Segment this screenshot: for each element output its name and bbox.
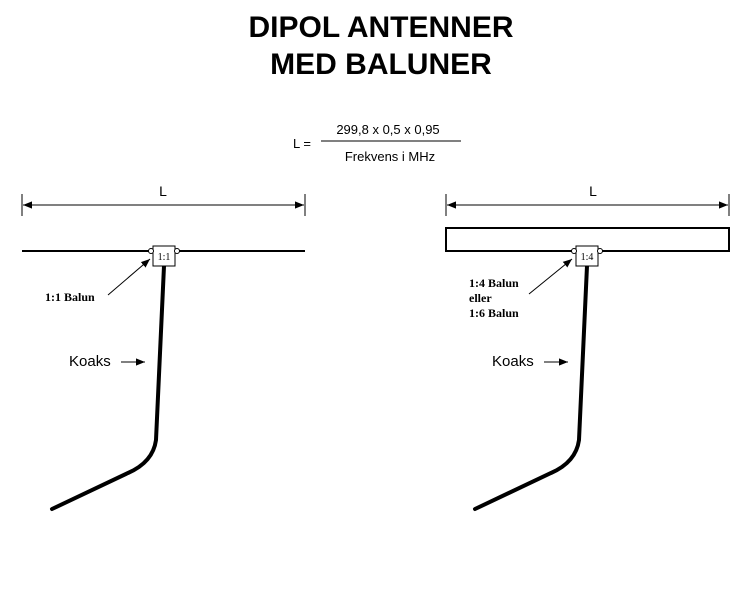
right-balun-label-line-2: eller [469,291,492,305]
formula-denominator: Frekvens i MHz [345,149,435,164]
right-coax-label: Koaks [492,353,534,370]
right-balun-terminal-left [571,248,577,254]
right-balun-box [575,245,599,267]
title-line-2: MED BALUNER [270,48,492,81]
left-balun-terminal-right [174,248,180,254]
left-balun-ratio: 1:1 [158,252,171,263]
right-balun-pointer [528,258,573,295]
formula-numerator: 299,8 x 0,5 x 0,95 [336,122,439,137]
left-balun-pointer [107,258,151,296]
right-dipole: L 1:4 1:4 Balun eller 1:6 Balun Koaks [445,183,730,511]
left-dipole: L 1:1 1:1 Balun Koaks [21,183,306,511]
right-balun-label-line-3: 1:6 Balun [469,306,519,320]
left-coax-cable [50,264,166,511]
left-balun-box [152,245,176,267]
left-balun-label: 1:1 Balun [45,290,95,304]
right-balun-label-line-1: 1:4 Balun [469,276,519,290]
left-dimension-label: L [159,183,167,199]
title-line-1: DIPOL ANTENNER [248,11,513,44]
left-coax-label: Koaks [69,353,111,370]
formula-lhs: L = [293,136,311,151]
right-balun-ratio: 1:4 [581,252,594,263]
right-balun-terminal-right [597,248,603,254]
right-dimension-label: L [589,183,597,199]
right-coax-cable [473,264,589,511]
left-balun-terminal-left [148,248,154,254]
